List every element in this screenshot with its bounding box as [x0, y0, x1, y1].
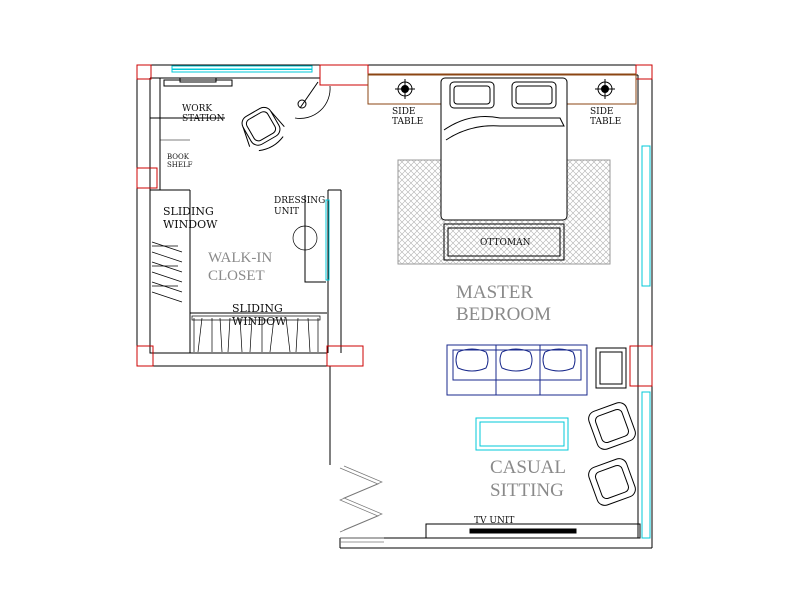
- side-table-right-label-line2: TABLE: [590, 117, 621, 127]
- tv-unit-label: TV UNIT: [474, 516, 514, 526]
- armchairs: [588, 402, 636, 506]
- structural-columns: [136, 64, 653, 387]
- side-table-right-label-line1: SIDE: [590, 107, 614, 117]
- book-shelf-label-line2: SHELF: [167, 161, 193, 169]
- ottoman-label: OTTOMAN: [480, 238, 531, 248]
- sofa: [446, 344, 588, 396]
- master-bedroom-label-line1: MASTER: [456, 282, 533, 303]
- room-labels: MASTER BEDROOM WALK-IN CLOSET CASUAL SIT…: [208, 250, 566, 501]
- book-shelf-label-line1: BOOK: [167, 153, 190, 161]
- side-table-left-label-line1: SIDE: [392, 107, 416, 117]
- sliding-window-bottom-label-line1: SLIDING: [232, 302, 283, 315]
- master-bedroom-label-line2: BEDROOM: [456, 304, 551, 325]
- dressing-unit-label-line1: DRESSING: [274, 196, 325, 206]
- casual-sitting-label-line1: CASUAL: [490, 457, 566, 478]
- sofa-side-table: [595, 347, 627, 389]
- work-station-label-line1: WORK: [182, 104, 212, 114]
- tv-unit: [425, 523, 641, 539]
- work-station-label-line2: STATION: [182, 114, 225, 124]
- walk-in-closet-label-line2: CLOSET: [208, 268, 265, 284]
- walk-in-closet-label-line1: WALK-IN: [208, 250, 272, 266]
- side-table-left-label-line2: TABLE: [392, 117, 423, 127]
- entry-door: [339, 465, 384, 543]
- windows: [171, 65, 651, 539]
- sliding-window-bottom-label-line2: WINDOW: [232, 315, 287, 328]
- coffee-table: [475, 417, 569, 451]
- walls: [136, 64, 653, 549]
- bed: [367, 73, 637, 265]
- closet-hangers: [151, 225, 321, 353]
- sliding-window-left-label-line2: WINDOW: [163, 218, 218, 231]
- work-station: [163, 77, 331, 152]
- sliding-window-left-label-line1: SLIDING: [163, 205, 214, 218]
- side-tables: [395, 79, 615, 99]
- dressing-unit-label-line2: UNIT: [274, 207, 299, 217]
- furniture-labels: WORK STATION BOOK SHELF DRESSING UNIT SL…: [163, 104, 621, 526]
- casual-sitting-label-line2: SITTING: [490, 480, 564, 501]
